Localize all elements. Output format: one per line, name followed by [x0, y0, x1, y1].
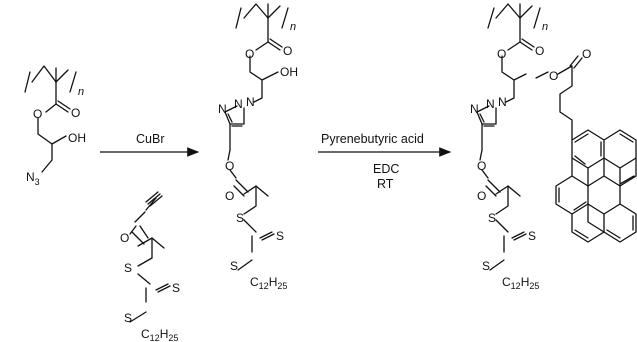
triazole-n2-product: N: [470, 102, 479, 116]
pyrene-product: n O O O O N N N O O S S S C12H25: [470, 3, 637, 291]
ester-o-label: O: [33, 107, 42, 121]
reaction-arrow-2: Pyrenebutyric acid EDC RT: [318, 132, 452, 191]
raft1-s-thione: S: [172, 281, 180, 295]
carbonyl-o-2: O: [283, 44, 292, 58]
hydroxyl-2: OH: [280, 65, 298, 79]
ester-o-2: O: [245, 47, 254, 61]
raft3-s1: S: [488, 211, 496, 225]
propargyl-raft-agent: O S S S C12H25: [120, 191, 180, 342]
pyrene-ring-bonds: [555, 129, 637, 243]
raft3-alkyl-chain: C12H25: [502, 275, 539, 291]
raft3-carbonyl-o: O: [477, 189, 486, 203]
pyrene-ester-carbonyl-o: O: [582, 47, 591, 61]
repeat-n-label: n: [78, 86, 84, 98]
backbone-bonds: [24, 65, 77, 173]
triazole-n3: N: [246, 95, 255, 109]
reagent-edc: EDC: [373, 162, 399, 176]
triazole-n3-product: N: [498, 95, 507, 109]
triazole-polymer-bonds: [224, 3, 289, 271]
repeat-n-label-3: n: [542, 21, 548, 33]
raft2-carbonyl-o: O: [225, 189, 234, 203]
condition-rt: RT: [377, 177, 394, 191]
product-backbone-bonds: [476, 3, 583, 271]
raft1-s2: S: [124, 311, 132, 325]
azide-polymer: n O O OH N3: [24, 65, 86, 187]
raft1-alkyl-chain: C12H25: [141, 327, 178, 342]
carbonyl-o-label: O: [71, 106, 80, 120]
raft1-carbonyl-o: O: [120, 231, 129, 245]
raft-agent-bonds: [129, 191, 171, 323]
repeat-n-label-2: n: [290, 21, 296, 33]
raft3-s-thione: S: [528, 229, 536, 243]
triazole-n1-product: N: [486, 97, 495, 111]
reagent-cubr: CuBr: [136, 132, 164, 146]
raft2-s1: S: [236, 211, 244, 225]
hydroxyl-label: OH: [68, 131, 86, 145]
raft2-s-thione: S: [276, 229, 284, 243]
triazole-polymer: n O O OH N N N O O S S S C12H25: [218, 3, 298, 291]
triazole-n2: N: [218, 102, 227, 116]
azide-label: N3: [26, 170, 40, 187]
carbonyl-o-3: O: [535, 44, 544, 58]
raft2-alkyl-chain: C12H25: [250, 275, 287, 291]
linker-o-3: O: [477, 159, 486, 173]
linker-o-2: O: [225, 159, 234, 173]
triazole-n1: N: [234, 97, 243, 111]
reagent-pyrenebutyric-acid: Pyrenebutyric acid: [321, 132, 424, 146]
pyrene-ester-o: O: [549, 69, 558, 83]
reaction-arrow-1: CuBr: [100, 132, 200, 157]
raft2-s2: S: [230, 259, 238, 273]
raft1-s1: S: [124, 261, 132, 275]
ester-o-3: O: [497, 47, 506, 61]
raft3-s2: S: [482, 259, 490, 273]
